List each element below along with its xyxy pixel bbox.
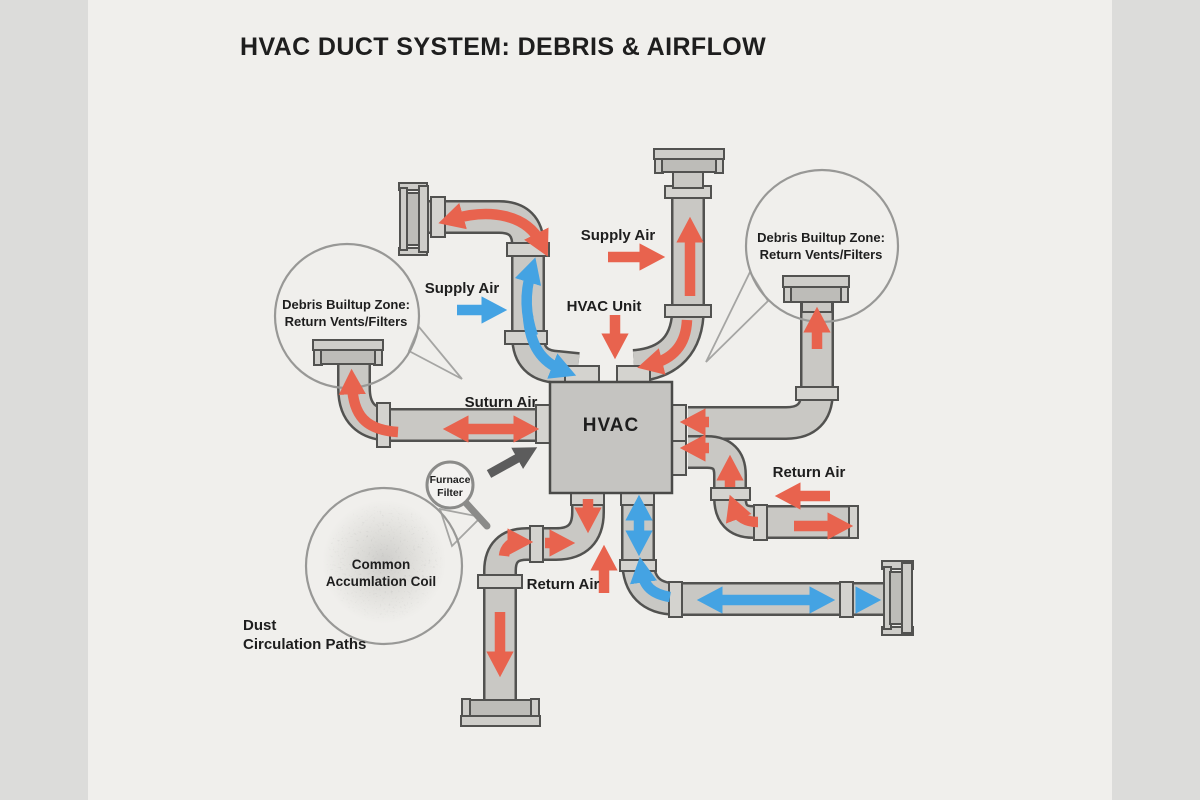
duct-collar [477,574,523,589]
left-callout-tail [407,325,463,380]
coil-label-line1: Common [352,557,411,572]
return-arrow-left-vent [338,368,399,438]
duct-collar [664,304,712,318]
duct-collar [668,581,683,618]
left-debris-label-line1: Debris Builtup Zone: [282,297,410,312]
supply-air-arrows [457,257,882,614]
supply-arrow-elbow [629,556,672,603]
coil-callout-tail [438,507,483,548]
duct-collar [839,581,854,618]
left-debris-label-line2: Return Vents/Filters [285,314,408,329]
vent-plate [782,275,850,288]
right-callout-tail [705,270,770,363]
return-arrow-bottom-elbow [498,528,534,557]
return-arrow-top-center-elbow [637,319,693,375]
duct-collar [710,487,751,501]
supply-air-top-label: Supply Air [581,227,656,244]
magnifier-handle [462,499,491,530]
magnifier-icon [425,460,475,510]
furnace-filter-label-line2: Filter [437,487,463,499]
duct-end-cap [848,505,859,539]
furnace-filter-callout: Furnace Filter [425,447,538,530]
vent-plate [460,715,541,727]
vent-plate [653,148,725,160]
vent-top-left [398,182,429,256]
left-edge-band [0,0,88,800]
right-debris-label-line1: Debris Builtup Zone: [757,230,885,245]
hvac-unit-box: HVAC [535,365,687,506]
return-air-arrows [338,202,854,678]
vent-flange [461,698,471,718]
vent-body [320,348,376,365]
vent-plate [418,185,429,253]
vent-flange [530,698,540,718]
hvac-box [548,380,674,495]
duct-collar [795,386,839,401]
coil-label-line2: Accumlation Coil [326,574,436,589]
vent-bottom [460,698,541,727]
hvac-box-label: HVAC [583,415,639,436]
dust-label-line2: Circulation Paths [243,636,366,653]
dust-cloud [322,500,446,624]
duct-collar [506,242,550,257]
return-arrow-right-elbow [725,494,759,528]
vent-body [469,699,532,718]
right-debris-label-line2: Return Vents/Filters [760,247,883,262]
duct-collar [430,196,446,238]
return-air-right-label: Return Air [773,464,846,481]
hvac-unit-label: HVAC Unit [567,298,642,315]
duct-collar [619,559,657,572]
coil-callout-circle [304,486,464,646]
return-air-bottom-label: Return Air [527,576,600,593]
dust-label-line1: Dust [243,617,276,634]
hvac-port-left [535,404,551,444]
diagram-title: HVAC DUCT SYSTEM: DEBRIS & AIRFLOW [240,33,766,61]
supply-air-left-label: Supply Air [425,280,500,297]
vent-plate [312,339,384,351]
duct-collar [529,525,544,563]
vent-plate [399,187,408,251]
vent-left-circle [312,339,384,366]
diagram-labels: Supply Air Supply Air HVAC Unit Suturn A… [243,227,885,653]
suturn-air-label: Suturn Air [465,394,538,411]
vent-plate [901,562,913,634]
supply-arrow-into-box [522,315,577,379]
furnace-filter-label-line1: Furnace [430,474,471,486]
vent-right-circle [782,275,850,313]
vent-bottom-right [881,560,914,636]
filter-pointer-arrow [486,447,538,478]
right-edge-band [1112,0,1200,800]
vent-body [661,157,717,173]
return-arrow-top-left-curve [438,202,549,257]
vent-body [790,285,842,303]
vent-top-center [653,148,725,189]
